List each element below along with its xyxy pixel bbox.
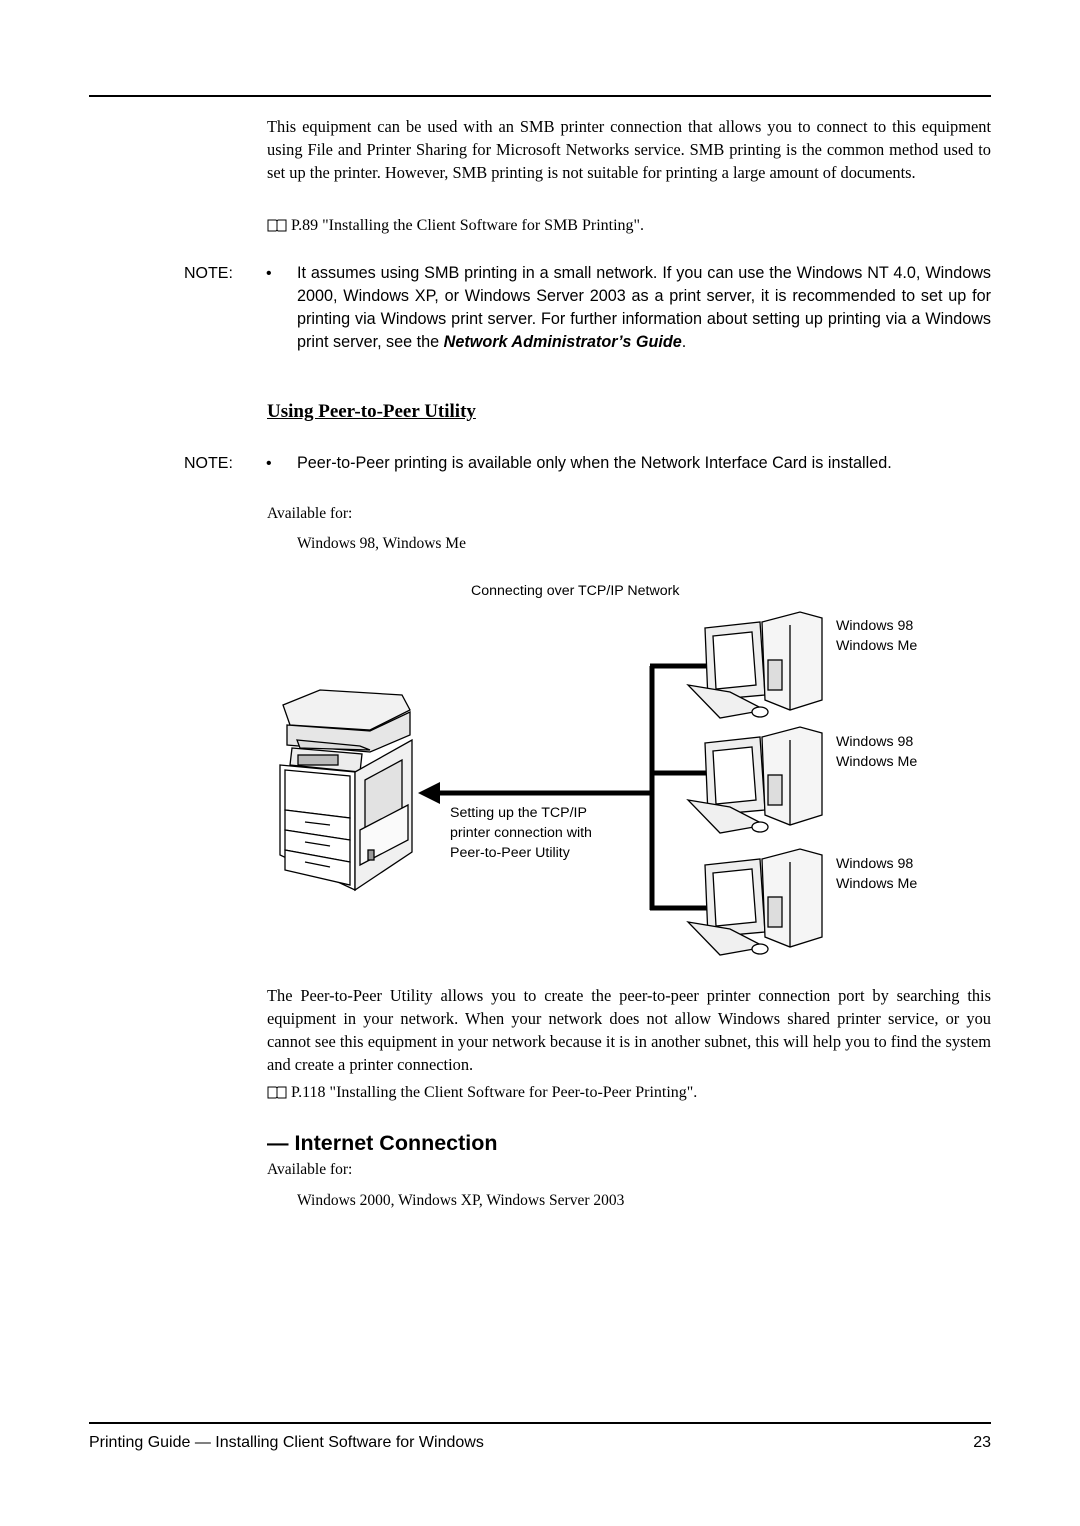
page-number: 23 bbox=[973, 1434, 991, 1451]
available-label: Available for: bbox=[267, 505, 353, 522]
arrow-caption-line-1: Setting up the TCP/IP bbox=[450, 805, 587, 821]
peer-reference-text: P.118 "Installing the Client Software fo… bbox=[291, 1084, 698, 1101]
client-label-3: Windows 98 Windows Me bbox=[836, 854, 917, 894]
internet-available-value: Windows 2000, Windows XP, Windows Server… bbox=[297, 1192, 625, 1209]
arrow-caption-line-3: Peer-to-Peer Utility bbox=[450, 845, 570, 861]
note-text: It assumes using SMB printing in a small… bbox=[297, 262, 991, 354]
note-end: . bbox=[681, 333, 687, 351]
client-label-2: Windows 98 Windows Me bbox=[836, 732, 917, 772]
peer-reference: P.118 "Installing the Client Software fo… bbox=[267, 1082, 991, 1104]
peer-note-bullet: • bbox=[266, 455, 272, 472]
client-1-os-1: Windows 98 bbox=[836, 618, 914, 634]
arrow-caption: Setting up the TCP/IP printer connection… bbox=[450, 803, 592, 863]
client-pc-3 bbox=[686, 848, 823, 956]
guide-title: Network Administrator’s Guide bbox=[443, 333, 682, 351]
client-1-os-2: Windows Me bbox=[836, 638, 918, 654]
note-label: NOTE: bbox=[184, 265, 233, 282]
peer-description: The Peer-to-Peer Utility allows you to c… bbox=[267, 986, 991, 1074]
arrow-caption-line-2: printer connection with bbox=[450, 825, 592, 841]
client-pc-2 bbox=[686, 726, 823, 834]
book-icon bbox=[267, 1086, 287, 1099]
arrow-head bbox=[418, 782, 440, 804]
diagram-title: Connecting over TCP/IP Network bbox=[471, 583, 680, 599]
client-3-os-2: Windows Me bbox=[836, 876, 918, 892]
intro-reference-text: P.89 "Installing the Client Software for… bbox=[291, 217, 645, 234]
intro-reference: P.89 "Installing the Client Software for… bbox=[267, 215, 991, 237]
printer-illustration bbox=[279, 689, 413, 892]
client-3-os-1: Windows 98 bbox=[836, 856, 914, 872]
client-2-os-2: Windows Me bbox=[836, 754, 918, 770]
client-pc-1 bbox=[686, 611, 823, 719]
peer-note-text: Peer-to-Peer printing is available only … bbox=[297, 454, 892, 472]
section-heading-internet: — Internet Connection bbox=[267, 1131, 498, 1155]
client-label-1: Windows 98 Windows Me bbox=[836, 616, 917, 656]
network-lines bbox=[440, 663, 708, 911]
footer-title: Printing Guide — Installing Client Softw… bbox=[89, 1434, 484, 1451]
section-heading-peer: Using Peer-to-Peer Utility bbox=[267, 401, 476, 422]
footer-rule bbox=[89, 1422, 991, 1424]
available-value: Windows 98, Windows Me bbox=[297, 535, 466, 552]
header-rule bbox=[89, 95, 991, 97]
peer-note-label: NOTE: bbox=[184, 455, 233, 472]
network-diagram bbox=[279, 611, 823, 956]
client-2-os-1: Windows 98 bbox=[836, 734, 914, 750]
book-icon bbox=[267, 219, 287, 232]
intro-paragraph: This equipment can be used with an SMB p… bbox=[267, 117, 991, 182]
note-body: It assumes using SMB printing in a small… bbox=[297, 264, 991, 351]
internet-available-label: Available for: bbox=[267, 1161, 353, 1178]
note-bullet: • bbox=[266, 265, 272, 282]
